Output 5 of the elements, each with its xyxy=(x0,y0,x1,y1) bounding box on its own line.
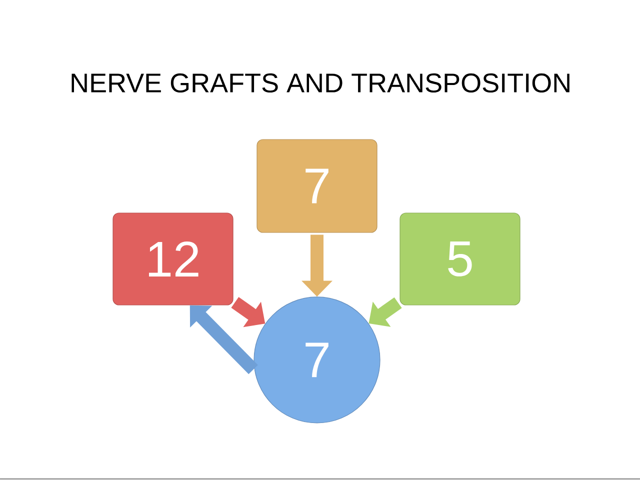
title: NERVE GRAFTS AND TRANSPOSITION xyxy=(72,73,570,93)
number-box: 12 xyxy=(112,212,234,306)
number-box: 7 xyxy=(256,139,378,233)
number-box: 5 xyxy=(400,212,520,306)
block-arrow xyxy=(190,305,258,374)
